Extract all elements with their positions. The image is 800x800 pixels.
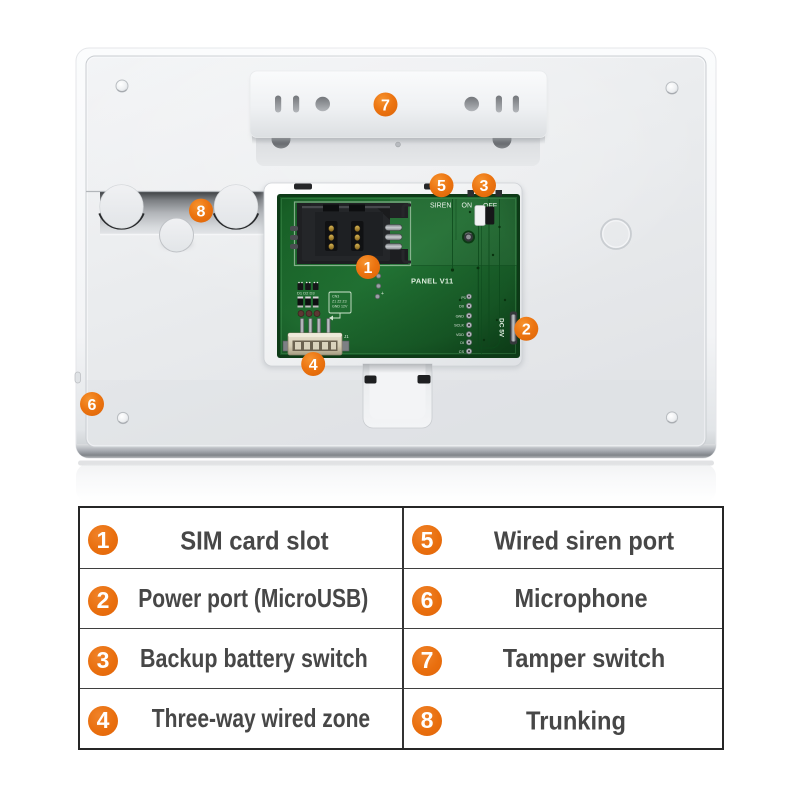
svg-text:PANEL V11: PANEL V11: [411, 277, 453, 286]
svg-text:DC 5V: DC 5V: [498, 318, 505, 338]
svg-text:D1 D2 D3: D1 D2 D3: [297, 291, 315, 296]
svg-text:SIREN: SIREN: [430, 203, 451, 210]
svg-text:GND 12V: GND 12V: [332, 305, 348, 309]
svg-text:J1: J1: [344, 334, 349, 339]
svg-text:GND: GND: [456, 314, 465, 318]
svg-text:1: 1: [364, 260, 373, 277]
svg-text:VDD: VDD: [456, 333, 464, 337]
svg-text:3: 3: [480, 178, 489, 195]
svg-text:CS: CS: [459, 350, 465, 354]
svg-text:8: 8: [197, 203, 206, 220]
svg-text:SCLK: SCLK: [454, 324, 464, 328]
svg-text:DI: DI: [460, 341, 464, 345]
svg-text:P1: P1: [461, 296, 466, 300]
svg-text:6: 6: [88, 397, 97, 414]
svg-text:D0: D0: [459, 305, 464, 309]
svg-text:2: 2: [522, 322, 531, 339]
svg-text:Z1 Z2 Z3: Z1 Z2 Z3: [332, 300, 347, 304]
svg-text:5: 5: [437, 178, 446, 195]
svg-text:ON: ON: [462, 203, 473, 210]
svg-text:4: 4: [309, 357, 318, 374]
svg-text:CN3: CN3: [332, 295, 339, 299]
svg-text:+: +: [381, 291, 384, 297]
svg-text:7: 7: [381, 97, 390, 114]
